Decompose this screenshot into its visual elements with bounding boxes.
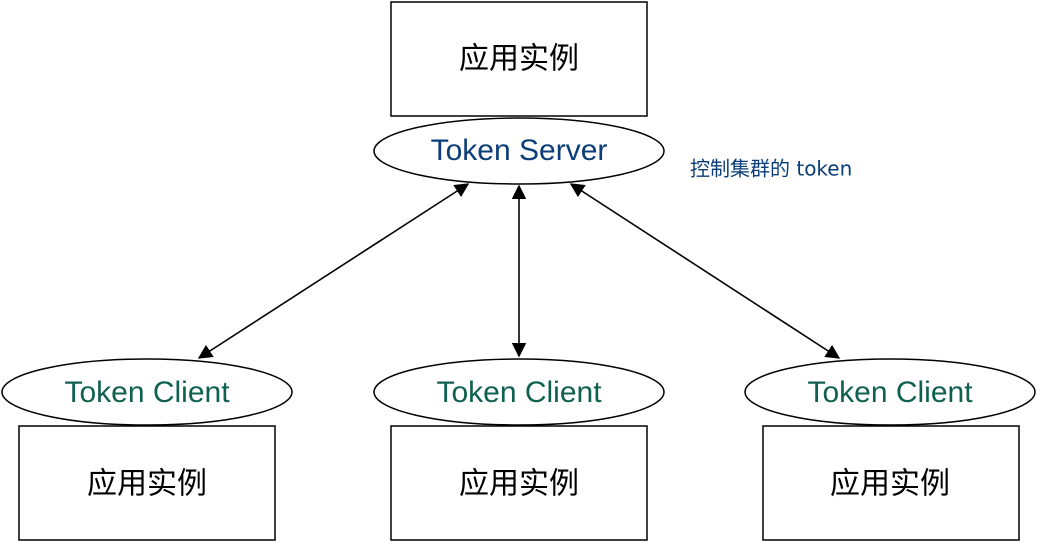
token-client-node-3: Token Client (744, 358, 1036, 426)
client-app-label: 应用实例 (830, 467, 950, 502)
token-client-node-1: Token Client (1, 358, 293, 426)
server-app-instance: 应用实例 (390, 1, 648, 117)
token-client-label: Token Client (436, 376, 602, 409)
token-client-label: Token Client (807, 376, 973, 409)
token-client-node-2: Token Client (373, 358, 665, 426)
cluster-token-note: 控制集群的 token (690, 157, 852, 181)
connector-right (569, 183, 841, 359)
client-app-instance-3: 应用实例 (762, 425, 1020, 541)
client-app-instance-1: 应用实例 (18, 425, 276, 541)
connector-left (197, 183, 470, 359)
server-app-label: 应用实例 (459, 42, 579, 77)
client-app-label: 应用实例 (87, 467, 207, 502)
client-app-instance-2: 应用实例 (390, 425, 648, 541)
token-server-node: Token Server (373, 117, 665, 185)
token-server-label: Token Server (431, 134, 608, 167)
client-app-label: 应用实例 (459, 467, 579, 502)
token-client-label: Token Client (64, 376, 230, 409)
